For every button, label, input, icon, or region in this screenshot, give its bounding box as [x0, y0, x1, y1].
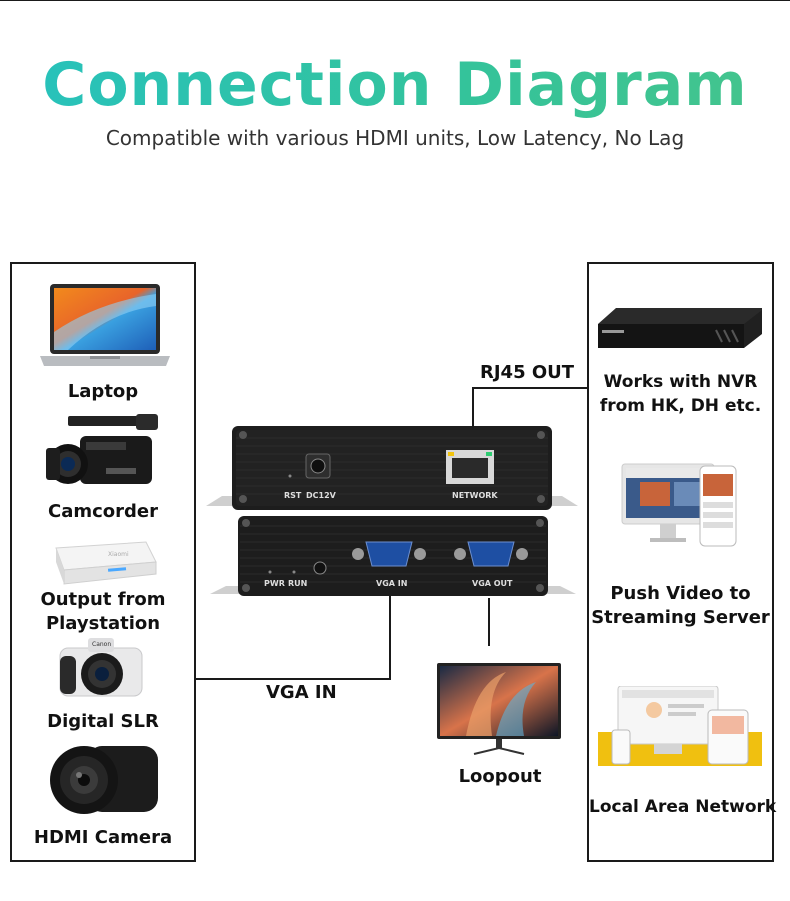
source-label-hdmi-camera: HDMI Camera — [33, 827, 173, 848]
svg-text:Canon: Canon — [92, 641, 111, 648]
encoder-front-panel — [210, 516, 576, 596]
hdmi-camera-icon — [50, 746, 158, 814]
streaming-screens-icon — [621, 463, 737, 547]
destination-label-lan: Local Area Network — [589, 797, 777, 817]
vga-in-cable-vertical — [389, 596, 391, 680]
lan-devices-icon — [598, 686, 762, 766]
source-label-dslr: Digital SLR — [47, 711, 159, 732]
top-divider — [0, 0, 790, 1]
source-label-camcorder: Camcorder — [48, 501, 158, 522]
nvr-recorder-icon — [598, 308, 762, 348]
rj45-cable-horizontal — [472, 387, 587, 389]
laptop-icon — [40, 284, 170, 366]
page-title: Connection Diagram — [0, 50, 790, 120]
vga-in-connection-label: VGA IN — [266, 682, 337, 703]
camcorder-icon — [46, 414, 158, 484]
svg-text:Xiaomi: Xiaomi — [108, 551, 129, 558]
destination-panel — [587, 262, 774, 862]
loopout-cable — [488, 598, 490, 646]
destination-label-nvr: Works with NVR from HK, DH etc. — [599, 372, 762, 416]
encoder-rear-panel — [206, 426, 578, 510]
loopout-label: Loopout — [458, 766, 542, 787]
source-label-laptop: Laptop — [67, 381, 139, 402]
playstation-icon: Xiaomi — [55, 541, 157, 585]
page-subtitle: Compatible with various HDMI units, Low … — [105, 126, 685, 150]
rj45-cable-vertical — [472, 388, 474, 428]
source-label-playstation: Output from Playstation — [40, 589, 166, 634]
vga-in-cable-horizontal — [196, 678, 391, 680]
dslr-camera-icon: Canon — [59, 638, 143, 697]
destination-label-streaming: Push Video to Streaming Server — [591, 583, 770, 628]
loopout-monitor-icon — [437, 663, 561, 755]
rj45-out-connection-label: RJ45 OUT — [480, 362, 575, 383]
